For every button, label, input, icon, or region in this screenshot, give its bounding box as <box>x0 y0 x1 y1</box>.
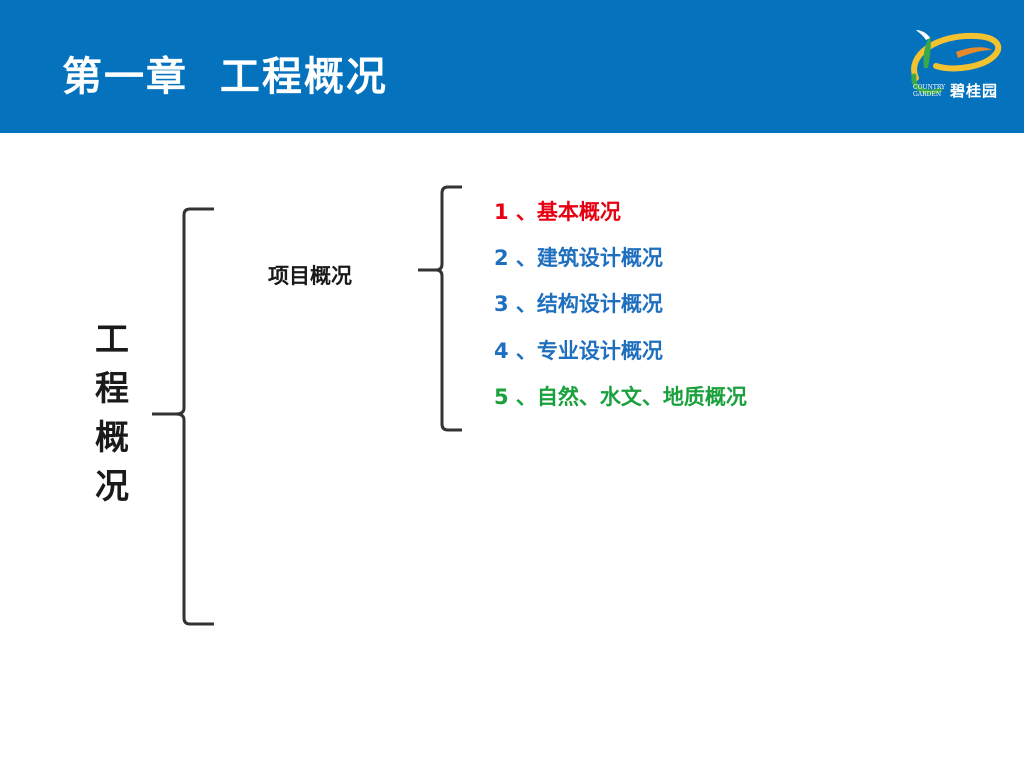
large-brace <box>152 207 214 626</box>
country-garden-logo-icon <box>911 30 1002 95</box>
list-item: 1 、基本概况 <box>494 200 621 224</box>
header-bar: 第一章 工程概况 COUNTRY GARDEN 碧桂园 <box>0 0 1024 133</box>
logo-sub-line2: GARDEN <box>913 91 942 98</box>
logo-sub-line1: COUNTRY <box>913 84 946 91</box>
list-item: 2 、建筑设计概况 <box>494 246 663 270</box>
slide-title: 第一章 工程概况 <box>62 54 388 100</box>
logo-brand-text: 碧桂园 <box>950 82 999 100</box>
small-brace <box>418 185 462 432</box>
middle-label: 项目概况 <box>268 264 352 288</box>
list-item: 4 、专业设计概况 <box>494 339 663 363</box>
list-item: 3 、结构设计概况 <box>494 292 663 316</box>
vertical-title: 工程概况 <box>95 320 129 507</box>
logo-subtext: COUNTRY GARDEN <box>913 84 945 98</box>
list-item: 5 、自然、水文、地质概况 <box>494 385 747 409</box>
